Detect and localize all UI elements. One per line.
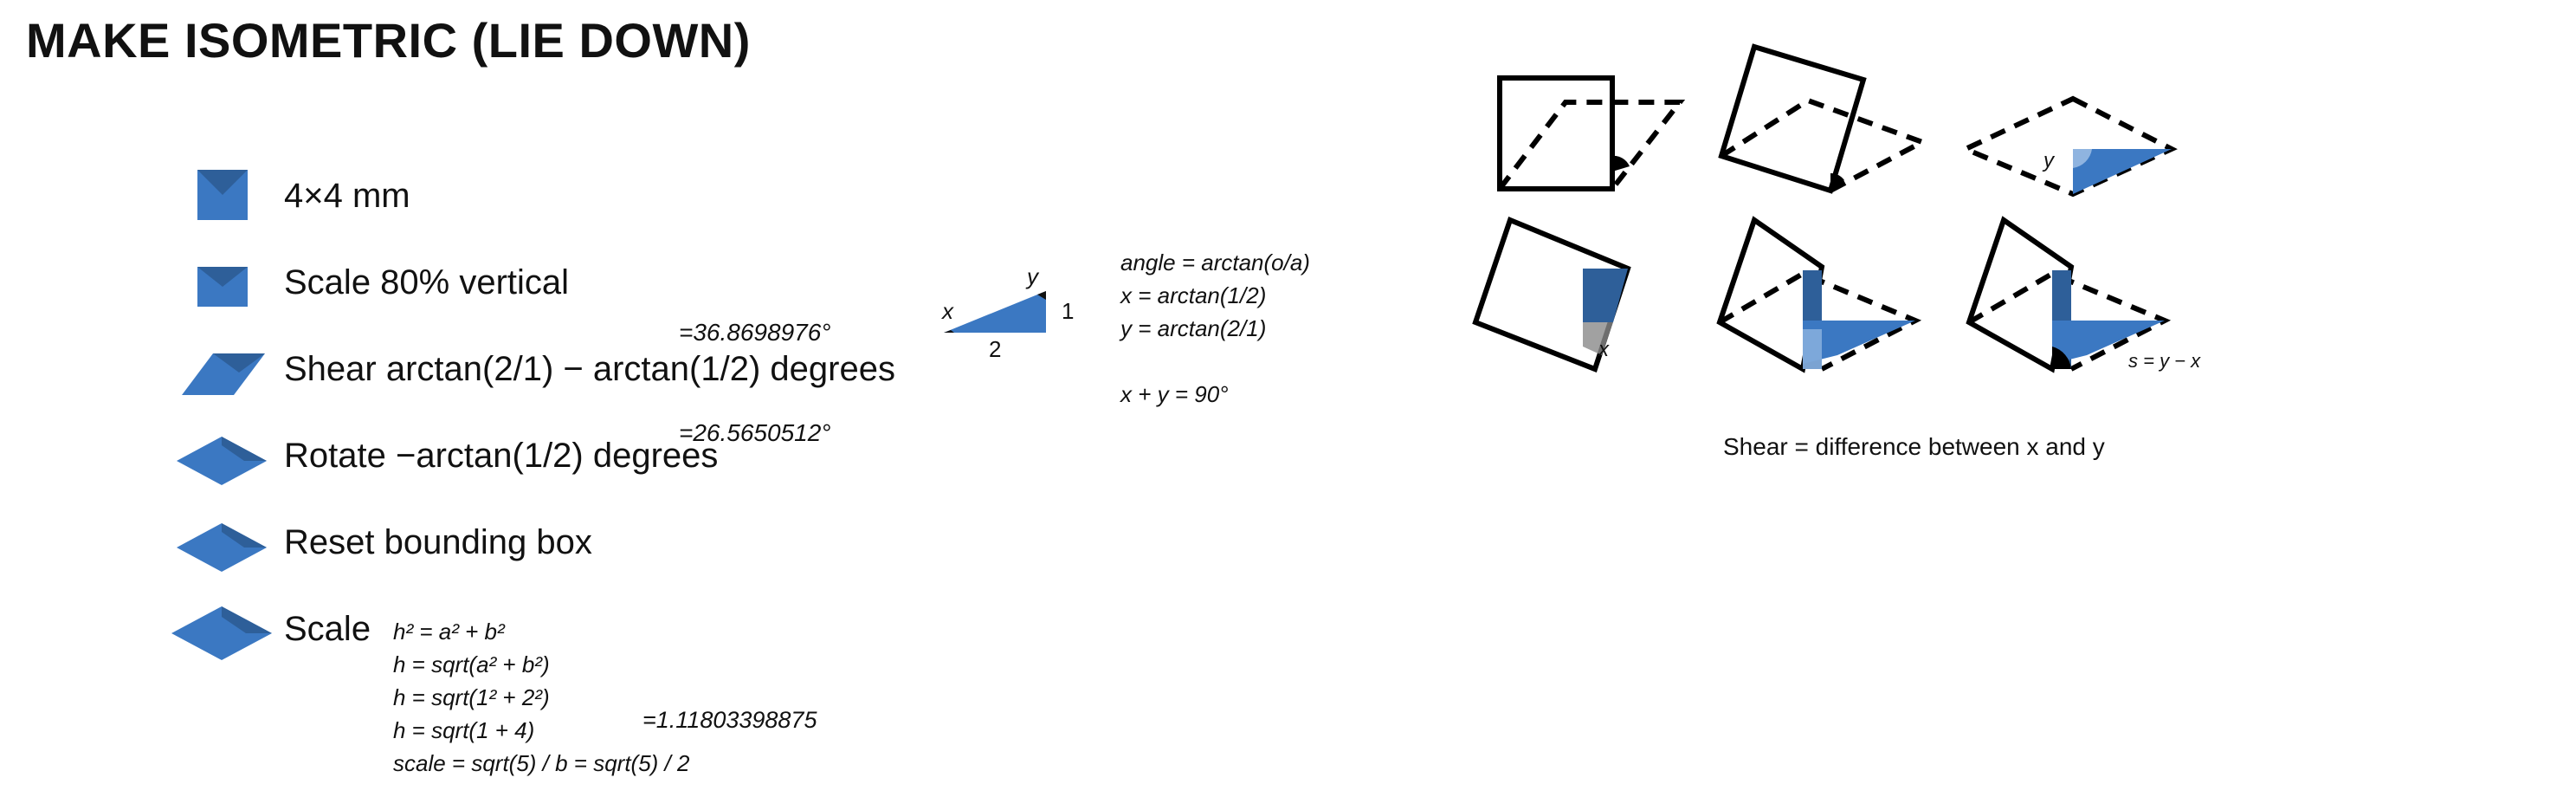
step-label-scale: Scale [284,610,371,648]
diagram-x-label: x [1598,338,1609,361]
diagram-bottom-left [1472,217,1631,373]
step-label-scale-vertical: Scale 80% vertical [284,263,570,301]
step-icon-reset [177,523,267,572]
triangle-side-a: 1 [1062,298,1075,324]
triangle-x-label: x [942,298,953,324]
step-icon-rotated [177,437,267,485]
rotate-angle-value: =26.5650512° [679,419,831,446]
scale-formula-line: scale = sqrt(5) / b = sqrt(5) / 2 [393,750,690,776]
step-label-shear: Shear arctan(2/1) − arctan(1/2) degrees [284,350,895,388]
scale-formula: h² = a² + b² h = sqrt(a² + b²) h = sqrt(… [393,615,689,780]
angle-formula-line [1120,345,1310,378]
diagram-caption: Shear = difference between x and y [1723,433,2105,460]
triangle-side-b: 2 [989,336,1002,362]
right-triangle [944,291,1046,333]
triangle-y-label: y [1027,263,1038,289]
scale-formula-line: h = sqrt(a² + b²) [393,651,550,677]
angle-formula-line: angle = arctan(o/a) [1120,249,1310,275]
step-icon-scale [171,606,272,660]
diagram-y-label: y [2043,149,2054,172]
step-label-rotate: Rotate −arctan(1/2) degrees [284,437,719,475]
step-icon-sheared [182,353,265,395]
step-icon-square [197,170,248,220]
diagram-bottom-middle [1716,216,1922,373]
angle-formulas: angle = arctan(o/a) x = arctan(1/2) y = … [1120,246,1310,411]
step-label-size: 4×4 mm [284,177,410,215]
step-icon-scaled [197,267,248,307]
angle-formula-line: y = arctan(2/1) [1120,315,1267,341]
scale-value: =1.11803398875 [642,707,817,733]
scale-formula-line: h = sqrt(1² + 2²) [393,684,550,710]
angle-formula-line: x = arctan(1/2) [1120,282,1267,308]
diagram-top-middle [1718,43,1929,194]
scale-formula-line: h² = a² + b² [393,619,505,645]
diagram-top-left [1497,75,1686,191]
diagram-top-right [1959,95,2178,198]
diagram-s-label: s = y − x [2128,350,2201,372]
page-title: MAKE ISOMETRIC (LIE DOWN) [26,13,751,68]
scale-formula-line: h = sqrt(1 + 4) [393,717,535,743]
diagram-bottom-right [1966,216,2172,373]
step-label-reset: Reset bounding box [284,523,592,561]
shear-angle-value: =36.8698976° [679,319,831,346]
angle-formula-line: x + y = 90° [1120,381,1229,407]
